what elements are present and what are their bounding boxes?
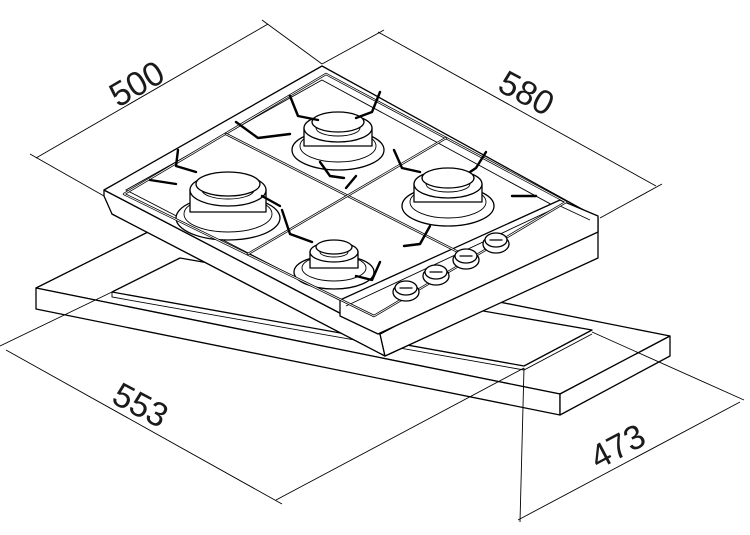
dimension-label-473: 473 [584,417,652,477]
dimension-label-500: 500 [103,54,171,115]
knob-1 [392,280,420,302]
dimension-label-553: 553 [106,376,174,436]
knob-3 [452,248,480,270]
burner-right [401,167,495,227]
pan-supports [122,72,568,318]
burner-left [175,171,281,241]
burner-back [291,111,385,171]
dimension-label-580: 580 [492,64,560,124]
knob-4 [482,232,510,254]
burner-front [293,239,375,290]
knob-2 [422,264,450,286]
